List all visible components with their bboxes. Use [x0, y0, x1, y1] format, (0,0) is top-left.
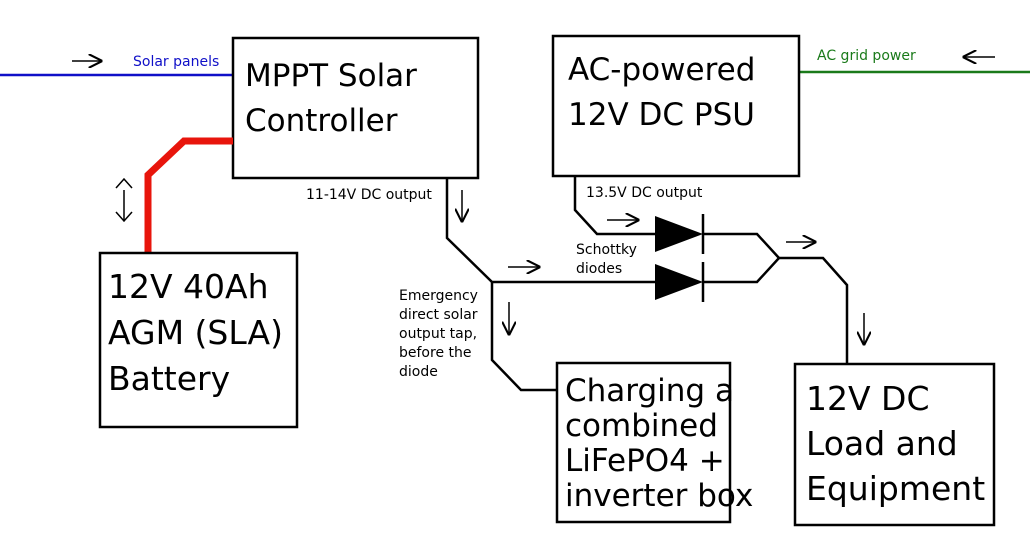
battery-line-1: 12V 40Ah — [108, 267, 269, 306]
mppt-line-2: Controller — [245, 103, 398, 139]
emergency-label: Emergency direct solar output tap, befor… — [399, 288, 478, 380]
psu-output-label: 13.5V DC output — [586, 185, 703, 201]
schottky-label-line-1: Schottky — [576, 242, 637, 258]
diode-bottom-icon — [655, 262, 705, 302]
load-box: 12V DC Load and Equipment — [793, 362, 996, 527]
load-line-2: Load and — [806, 424, 958, 463]
lifepo4-line-2: combined — [565, 408, 718, 444]
load-feed-wire — [779, 256, 849, 364]
emergency-tap-wire — [490, 282, 557, 392]
psu-line-1: AC-powered — [568, 52, 755, 88]
lifepo4-line-1: Charging a — [565, 373, 734, 409]
lifepo4-line-4: inverter box — [565, 478, 753, 514]
diode-combine-wire — [703, 232, 781, 284]
psu-line-2: 12V DC PSU — [568, 97, 755, 133]
battery-box: 12V 40Ah AGM (SLA) Battery — [98, 251, 299, 429]
ac-psu-box: AC-powered 12V DC PSU — [551, 34, 801, 178]
emergency-line-2: direct solar — [399, 307, 478, 323]
ac-input-label: AC grid power — [817, 48, 916, 64]
load-line-3: Equipment — [806, 469, 985, 508]
mppt-output-label: 11-14V DC output — [306, 187, 432, 203]
bidirectional-arrow-icon — [115, 177, 133, 223]
emergency-line-4: before the — [399, 345, 471, 361]
psu-output-wire — [573, 176, 655, 236]
load-line-1: 12V DC — [806, 379, 930, 418]
battery-line-2: AGM (SLA) — [108, 313, 283, 352]
schottky-label-line-2: diodes — [576, 261, 622, 277]
lifepo4-box: Charging a combined LiFePO4 + inverter b… — [555, 361, 753, 524]
mppt-output-wire — [445, 178, 655, 284]
battery-connection-line — [144, 137, 233, 253]
emergency-line-3: output tap, — [399, 326, 477, 342]
mppt-controller-box: MPPT Solar Controller — [231, 36, 480, 180]
emergency-line-5: diode — [399, 364, 438, 380]
mppt-line-1: MPPT Solar — [245, 58, 417, 94]
diode-top-icon — [655, 214, 705, 254]
lifepo4-line-3: LiFePO4 + — [565, 443, 725, 479]
solar-input-label: Solar panels — [133, 54, 219, 70]
emergency-line-1: Emergency — [399, 288, 478, 304]
battery-line-3: Battery — [108, 359, 230, 398]
